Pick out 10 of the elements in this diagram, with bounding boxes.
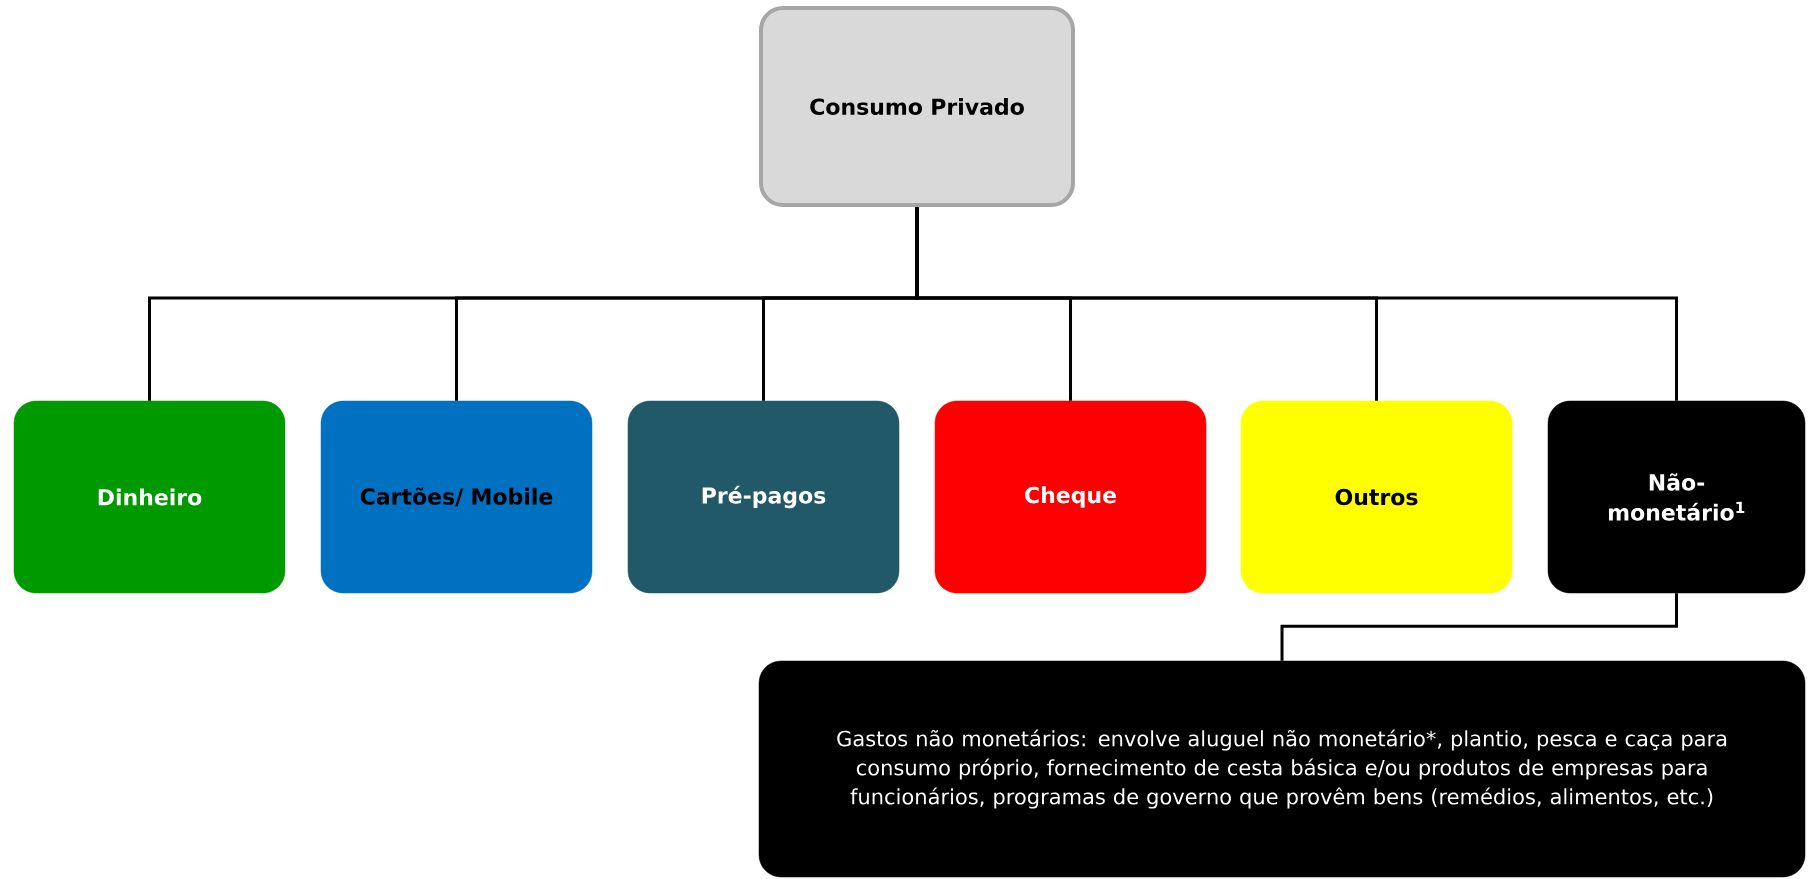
category-box: Consumo Privado bbox=[759, 6, 1075, 207]
category-box: Pré-pagos bbox=[627, 400, 900, 594]
connector-line bbox=[1280, 593, 1678, 661]
category-box: Dinheiro bbox=[13, 400, 286, 594]
category-box: Cartões/ Mobile bbox=[320, 400, 593, 594]
connector-line bbox=[915, 207, 1678, 401]
category-box: Não-monetário$^{1}$ bbox=[1547, 400, 1806, 594]
note-box: Gastos não monetários: envolve aluguel não monetário*, plantio, pesca e caça para consumo próprio, fornecimento de cesta básica e/ou produtos de empresas para funcionários, programas de governo que provêm bens (remédios, alimentos, etc.) bbox=[758, 660, 1806, 878]
category-box: Outros bbox=[1240, 400, 1513, 594]
category-box: Cheque bbox=[934, 400, 1207, 594]
